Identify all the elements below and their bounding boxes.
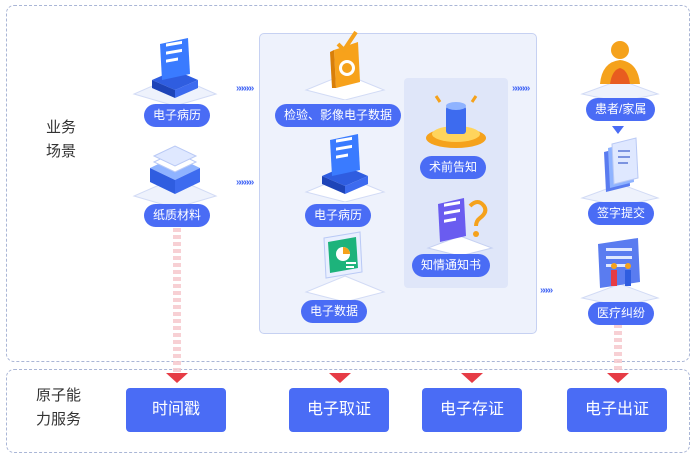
patient-avatar-icon — [580, 41, 660, 102]
red-arrow-issue — [607, 373, 629, 383]
node-left-paper: 纸质材料 — [144, 204, 211, 227]
connector-line-timestamp — [173, 228, 181, 376]
node-center-emr: 电子病历 — [305, 204, 372, 227]
service-evidence-button[interactable]: 电子取证 — [289, 388, 389, 432]
data-monitor-icon — [304, 231, 386, 302]
service-timestamp-button[interactable]: 时间戳 — [126, 388, 226, 432]
arrow-left-paper-to-center: »»»»»» — [236, 177, 254, 188]
node-left-emr: 电子病历 — [144, 104, 211, 127]
node-center-exam: 检验、影像电子数据 — [275, 104, 402, 127]
dispute-people-icon — [580, 238, 660, 306]
node-right-dispute: 医疗纠纷 — [588, 302, 655, 325]
node-inner-preop: 术前告知 — [420, 156, 487, 179]
node-right-sign: 签字提交 — [588, 202, 655, 225]
emr-device-center-icon — [304, 134, 386, 202]
red-arrow-timestamp — [166, 373, 188, 383]
report-check-icon — [304, 30, 386, 100]
node-inner-consent: 知情通知书 — [412, 254, 491, 277]
scene-title: 业务 场景 — [46, 119, 77, 160]
arrow-panel-to-dispute: »»»» — [540, 285, 553, 296]
emr-device-icon — [132, 38, 218, 106]
consent-question-icon — [426, 198, 494, 256]
node-right-patient: 患者/家属 — [586, 98, 656, 121]
arrow-patient-to-sign — [612, 126, 624, 134]
red-arrow-storage — [461, 373, 483, 383]
hat-notice-icon — [426, 95, 486, 148]
arrow-left-emr-to-center: »»»»»» — [236, 83, 254, 94]
service-title: 原子能 力服务 — [36, 387, 82, 428]
service-issue-button[interactable]: 电子出证 — [567, 388, 667, 432]
service-storage-button[interactable]: 电子存证 — [422, 388, 522, 432]
arrow-inner-to-patient: »»»»»» — [512, 83, 530, 94]
connector-line-issue — [614, 324, 622, 376]
document-stack-icon — [580, 137, 660, 206]
red-arrow-evidence — [329, 373, 351, 383]
node-center-data: 电子数据 — [301, 300, 368, 323]
paper-stack-icon — [132, 145, 218, 208]
